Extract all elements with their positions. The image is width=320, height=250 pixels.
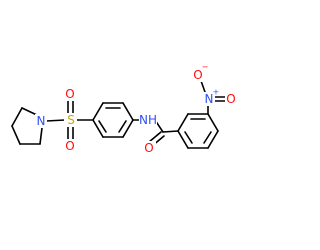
- bond-ring1-inner-3: [98, 120, 107, 133]
- atom-nitro-o-top: O −: [192, 63, 209, 82]
- bond-ring2-3: [207, 113, 219, 132]
- bond-pyrrolidine-c2-c3: [11, 125, 21, 145]
- atom-pyrrolidine-n: N: [35, 114, 47, 128]
- atom-label-pyrrolidine-n: N: [37, 114, 46, 128]
- bond-pyrrolidine-c1-c2: [11, 107, 23, 127]
- bond-ring2-4: [207, 130, 219, 149]
- bond-ring1-3: [122, 102, 134, 121]
- atom-label-nitro-o-top: O: [193, 68, 202, 82]
- atom-label-nitro-n: N: [205, 92, 214, 106]
- bond-n-s: [45, 119, 66, 122]
- bond-carbonyl-ring2: [162, 130, 179, 133]
- atom-nitro-n: N +: [203, 88, 220, 106]
- bond-ring1-1: [92, 102, 104, 121]
- atoms: N S O O NH O: [35, 63, 238, 155]
- atom-nitro-o-right: O: [225, 92, 238, 106]
- atom-amide-o: O: [143, 141, 156, 155]
- atom-label-sulfonyl-s: S: [67, 113, 75, 127]
- charge-nitro-o-top: −: [202, 63, 209, 72]
- molecule-structure-diagram: N S O O NH O: [11, 62, 238, 155]
- atom-label-nitro-o-right: O: [226, 92, 235, 106]
- atom-label-amide-nh: NH: [139, 113, 157, 127]
- atom-sulfonyl-o-bottom: O: [64, 139, 77, 153]
- bond-ring2-1: [177, 113, 189, 132]
- bond-ring1-inner-2: [118, 120, 127, 133]
- atom-sulfonyl-o-top: O: [64, 87, 77, 101]
- bond-ring2-inner-3: [184, 131, 193, 144]
- atom-amide-nh: NH: [139, 113, 157, 127]
- bond-ring1-4: [122, 119, 134, 138]
- charge-nitro-n: +: [213, 88, 220, 97]
- bonds: [11, 77, 227, 149]
- molecule-structure-canvas: N S O O NH O: [11, 62, 238, 155]
- bond-ring2-6: [177, 130, 189, 149]
- atom-label-amide-o: O: [144, 141, 153, 155]
- atom-label-sulfonyl-o-bottom: O: [65, 139, 74, 153]
- bond-pyrrolidine-c4-n: [39, 127, 43, 145]
- bond-ring1-6: [92, 119, 104, 138]
- atom-label-sulfonyl-o-top: O: [65, 87, 74, 101]
- bond-carbonyl-o-1: [148, 131, 162, 143]
- bond-ring2-inner-2: [203, 131, 212, 144]
- atom-sulfonyl-s: S: [64, 113, 77, 127]
